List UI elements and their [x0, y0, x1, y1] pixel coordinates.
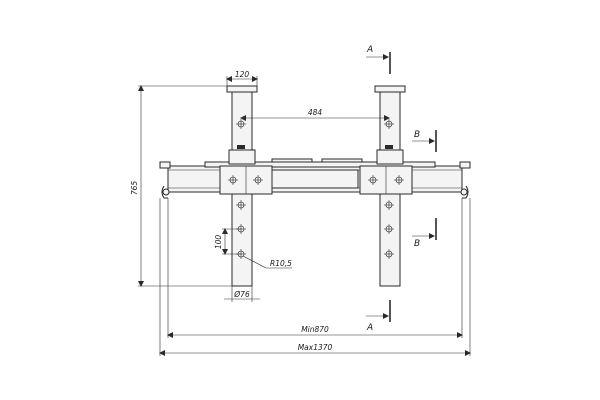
dim-overall-height: 765 [130, 85, 232, 287]
dim-label-min: Min870 [301, 325, 329, 334]
dim-label-100: 100 [214, 235, 223, 250]
pin-hole-icon [384, 224, 394, 234]
dim-label-max: Max1370 [298, 343, 333, 352]
section-marker-a-bottom: A [366, 300, 391, 333]
dim-width-range: Min870 Max1370 [159, 198, 471, 356]
left-post [226, 85, 258, 287]
dim-post-spacing: 484 [240, 108, 390, 121]
dim-hole-pitch: 100 [214, 228, 241, 255]
section-label-b: B [414, 130, 420, 140]
dim-label-484: 484 [308, 108, 323, 117]
crossbeam [159, 158, 471, 199]
right-clamp [359, 165, 413, 195]
dim-label-r105: R10,5 [270, 259, 292, 268]
pin-hole-icon [228, 175, 238, 185]
section-label-a: A [366, 45, 373, 55]
section-label-b: B [414, 239, 420, 249]
dim-post-width: 120 [226, 70, 258, 86]
pin-hole-icon [368, 175, 378, 185]
pin-hole-icon [253, 175, 263, 185]
dim-label-d76: Ø76 [233, 290, 250, 299]
dim-label-765: 765 [130, 181, 139, 196]
section-label-a: A [366, 323, 373, 333]
section-marker-b-top: B [412, 130, 437, 152]
left-clamp [219, 165, 273, 195]
section-marker-a-top: A [366, 45, 391, 74]
pin-hole-icon [394, 175, 404, 185]
dim-hole-radius: R10,5 [242, 255, 292, 269]
dim-tube-diameter: Ø76 [224, 286, 260, 302]
section-marker-b-bottom: B [412, 218, 437, 249]
pin-hole-icon [384, 249, 394, 259]
right-post [374, 85, 406, 287]
dim-label-120: 120 [235, 70, 250, 79]
pin-hole-icon [384, 200, 394, 210]
pin-hole-icon [236, 200, 246, 210]
